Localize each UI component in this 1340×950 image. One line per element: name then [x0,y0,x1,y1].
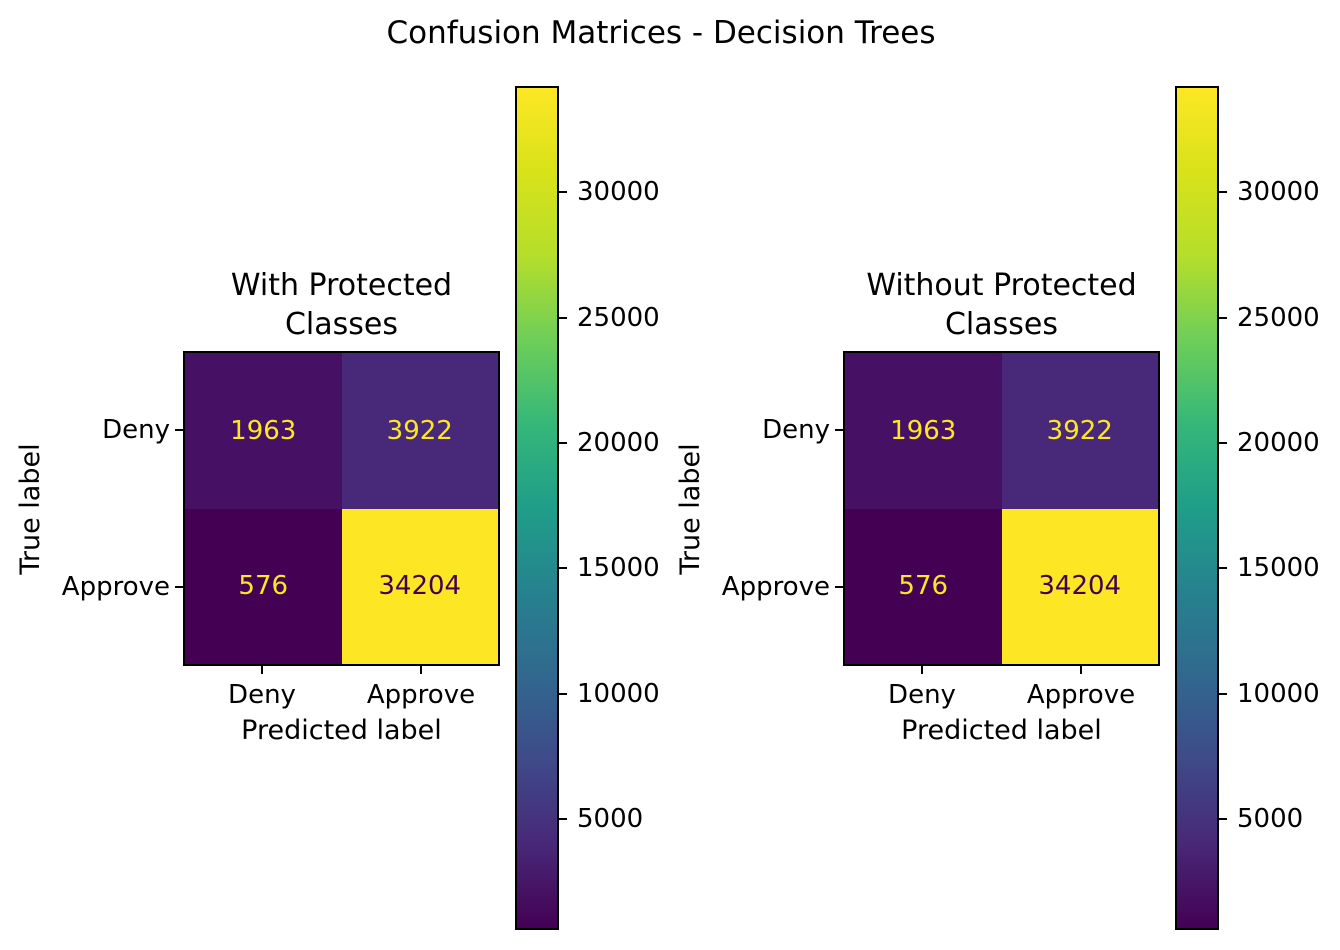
cell-value: 34204 [1038,571,1122,602]
colorbar-tick-label: 25000 [577,303,660,333]
colorbar-tickmark [559,191,567,193]
colorbar-tick-label: 25000 [1237,303,1320,333]
y-tick-label-deny: Deny [762,415,830,445]
y-axis-label: True label [15,443,46,575]
subplot-without-protected: Without Protected Classes 1963 3922 576 … [660,0,1340,950]
y-tick-label-approve: Approve [721,572,830,602]
y-tickmark [835,586,843,588]
y-tickmark [175,586,183,588]
colorbar-tick-label: 30000 [1237,177,1320,207]
x-tick-label-deny: Deny [228,680,296,710]
x-tick-label-approve: Approve [1026,680,1136,710]
x-axis-label: Predicted label [241,715,442,746]
y-tickmark [835,429,843,431]
colorbar-tickmark [559,317,567,319]
colorbar-tickmark [1219,442,1227,444]
y-tickmark [175,429,183,431]
x-tickmark [261,666,263,674]
matrix-cell-true-deny-pred-approve: 3922 [341,353,498,509]
colorbar-tickmark [559,442,567,444]
cell-value: 34204 [378,571,462,602]
colorbar-tick-label: 20000 [577,428,660,458]
x-axis-label: Predicted label [901,715,1102,746]
colorbar-tickmark [559,567,567,569]
colorbar-tick-label: 30000 [577,177,660,207]
colorbar-tick-label: 15000 [1237,553,1320,583]
cell-value: 576 [238,571,289,602]
confusion-matrix: 1963 3922 576 34204 [843,351,1160,666]
cell-value: 1963 [890,415,957,446]
matrix-cell-true-approve-pred-approve: 34204 [1001,508,1158,664]
colorbar-tickmark [559,693,567,695]
colorbar-tick-label: 10000 [577,679,660,709]
subplot-title: Without Protected Classes [866,268,1137,342]
matrix-cell-true-deny-pred-approve: 3922 [1001,353,1158,509]
colorbar-tickmark [1219,693,1227,695]
x-tickmark [921,666,923,674]
colorbar-tick-label: 10000 [1237,679,1320,709]
subplot-title: With Protected Classes [230,268,453,342]
colorbar-tick-label: 5000 [1237,804,1304,834]
cell-value: 1963 [230,415,297,446]
x-tick-label-deny: Deny [888,680,956,710]
x-tick-label-approve: Approve [366,680,476,710]
colorbar [515,86,559,930]
y-axis-label: True label [675,443,706,575]
matrix-cell-true-approve-pred-deny: 576 [185,508,342,664]
colorbar [1175,86,1219,930]
cell-value: 576 [898,571,949,602]
x-tickmark [1080,666,1082,674]
cell-value: 3922 [386,415,453,446]
colorbar-tickmark [1219,567,1227,569]
colorbar-tick-label: 5000 [577,804,644,834]
y-tick-label-deny: Deny [102,415,170,445]
colorbar-tickmark [559,818,567,820]
colorbar-tickmark [1219,191,1227,193]
colorbar-tick-label: 15000 [577,553,660,583]
colorbar-tickmark [1219,818,1227,820]
y-tick-label-approve: Approve [61,572,170,602]
confusion-matrix: 1963 3922 576 34204 [183,351,500,666]
x-tickmark [420,666,422,674]
matrix-cell-true-approve-pred-deny: 576 [845,508,1002,664]
colorbar-tick-label: 20000 [1237,428,1320,458]
matrix-cell-true-approve-pred-approve: 34204 [341,508,498,664]
matrix-cell-true-deny-pred-deny: 1963 [845,353,1002,509]
matrix-cell-true-deny-pred-deny: 1963 [185,353,342,509]
cell-value: 3922 [1046,415,1113,446]
colorbar-tickmark [1219,317,1227,319]
subplot-with-protected: With Protected Classes 1963 3922 576 342… [15,86,660,930]
figure-title: Confusion Matrices - Decision Trees [386,15,936,51]
